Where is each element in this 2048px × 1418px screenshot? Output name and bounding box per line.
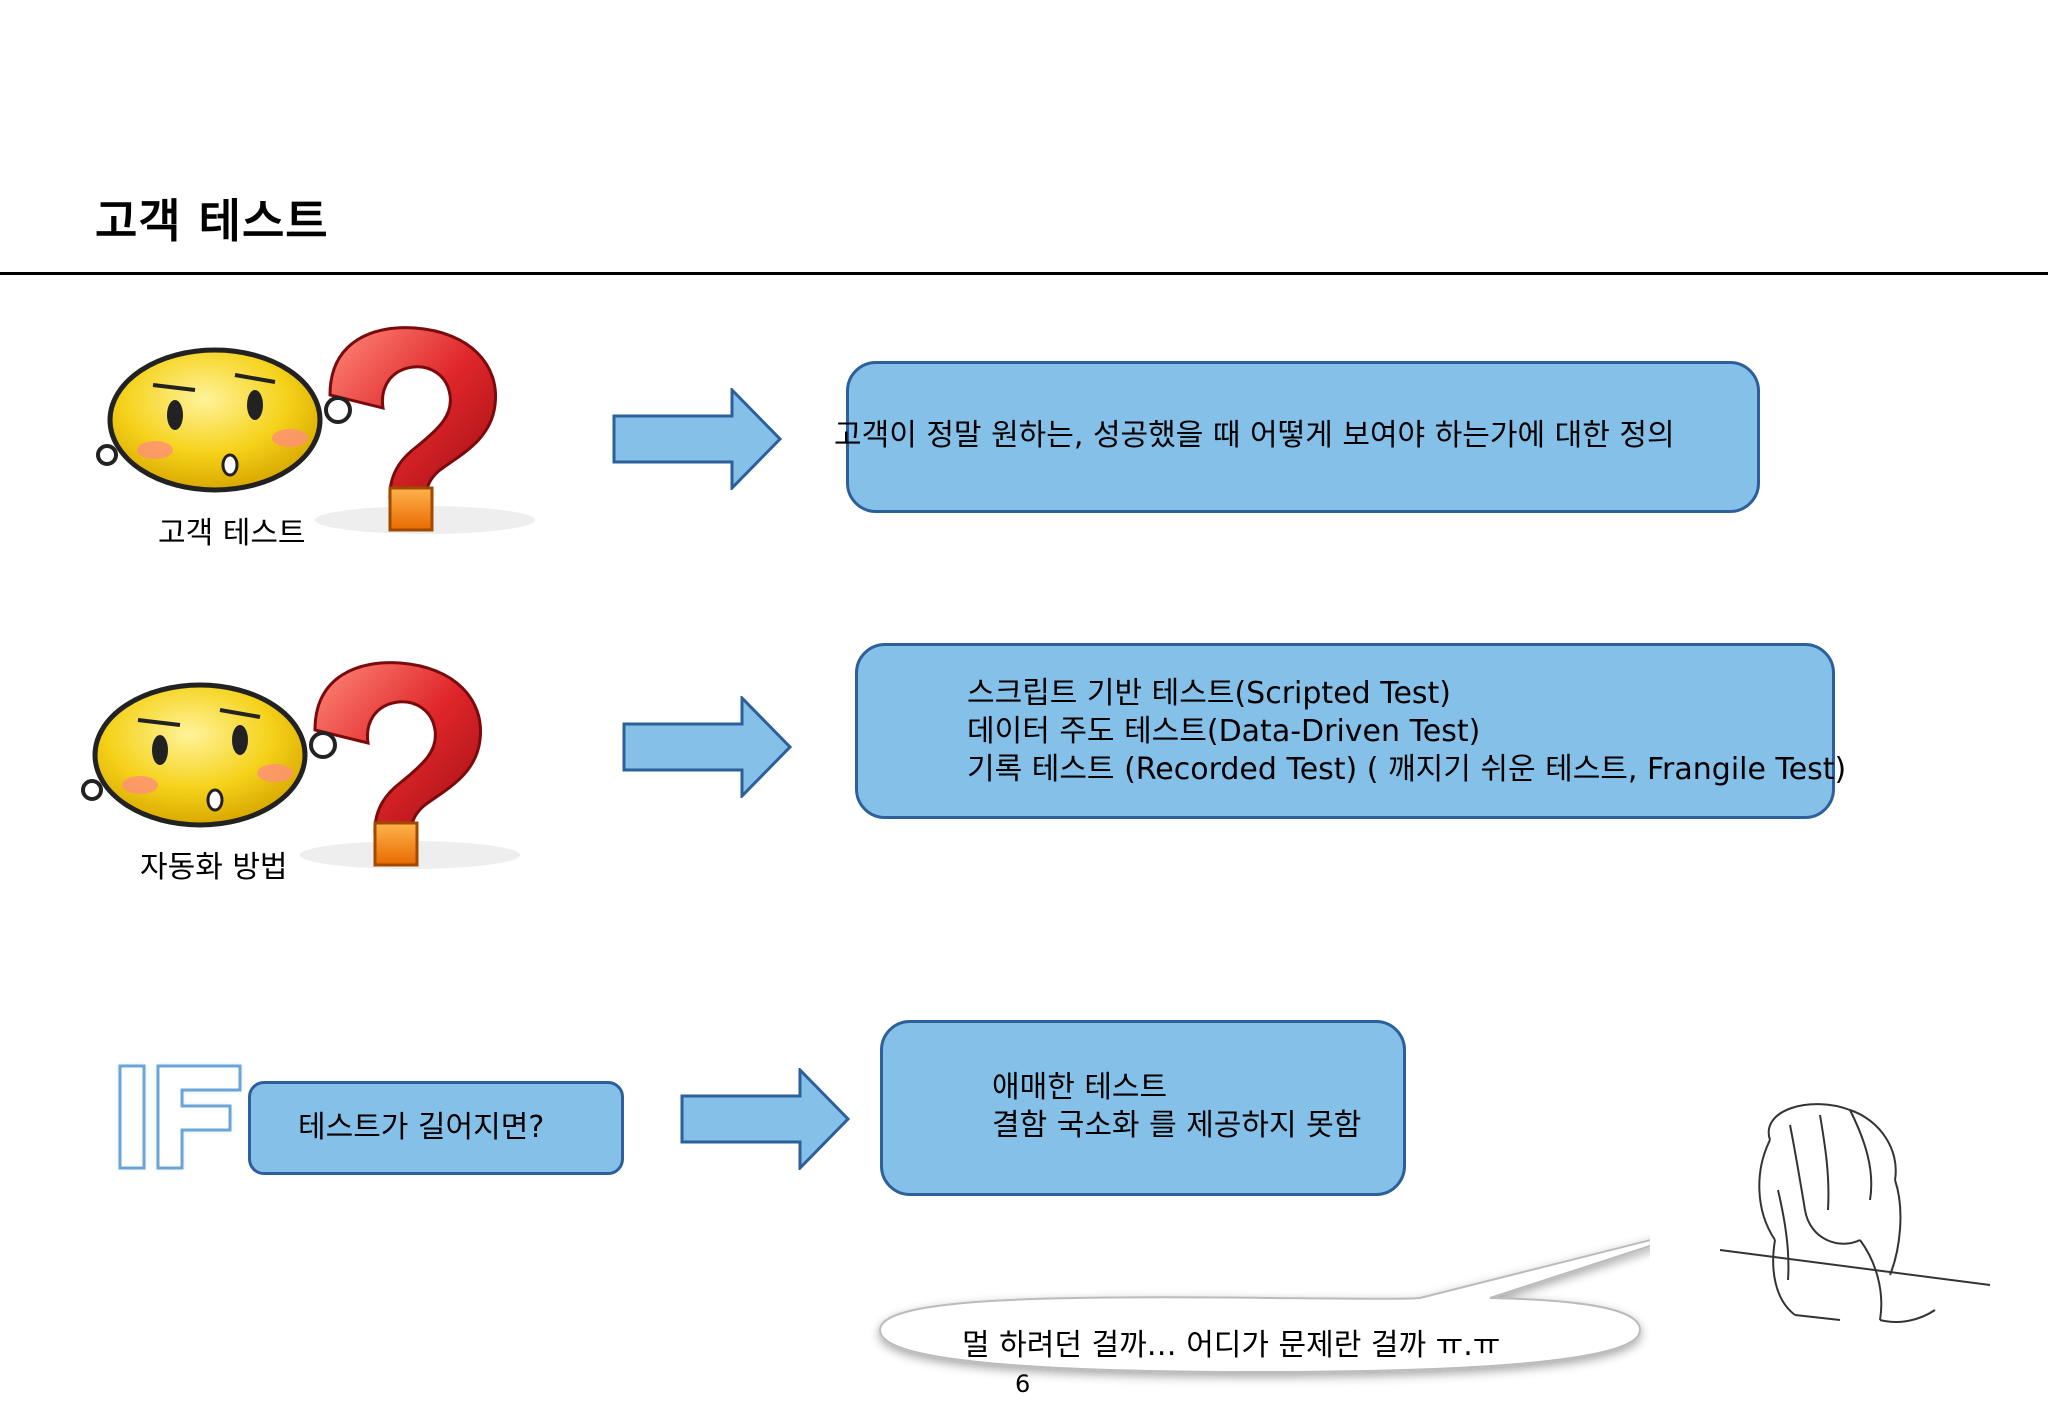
- method-line: 기록 테스트 (Recorded Test) ( 깨지기 쉬운 테스트, Fra…: [967, 752, 1847, 787]
- row1-caption: 고객 테스트: [158, 516, 306, 551]
- row1-arrow-icon: [612, 388, 782, 490]
- page-number: 6: [1015, 1370, 1031, 1398]
- automation-methods-box: [855, 643, 1835, 819]
- condition-box: [248, 1081, 624, 1175]
- speech-bubble: [878, 1239, 1650, 1374]
- if-logo: [118, 1064, 242, 1170]
- condition-text: 테스트가 길어지면?: [298, 1110, 545, 1145]
- consequence-line: 결함 국소화 를 제공하지 못함: [992, 1108, 1362, 1143]
- method-line: 스크립트 기반 테스트(Scripted Test): [967, 676, 1452, 711]
- method-line: 데이터 주도 테스트(Data-Driven Test): [967, 714, 1481, 749]
- slide-title: 고객 테스트: [95, 194, 329, 248]
- confused-mascot-icon: [81, 661, 520, 869]
- confused-mascot-icon: [96, 326, 535, 534]
- row2-caption: 자동화 방법: [140, 850, 288, 885]
- row3-arrow-icon: [680, 1068, 850, 1170]
- consequence-line: 애매한 테스트: [992, 1070, 1168, 1105]
- title-divider: [0, 272, 2048, 275]
- ambiguous-test-box: [880, 1020, 1406, 1196]
- row2-arrow-icon: [622, 696, 792, 798]
- speech-bubble-text: 멀 하려던 걸까… 어디가 문제란 걸까 ㅠ.ㅠ: [962, 1328, 1501, 1363]
- definition-text: 고객이 정말 원하는, 성공했을 때 어떻게 보여야 하는가에 대한 정의: [834, 418, 1675, 453]
- crying-character-sketch: [1719, 1103, 1991, 1323]
- definition-box: [846, 361, 1760, 513]
